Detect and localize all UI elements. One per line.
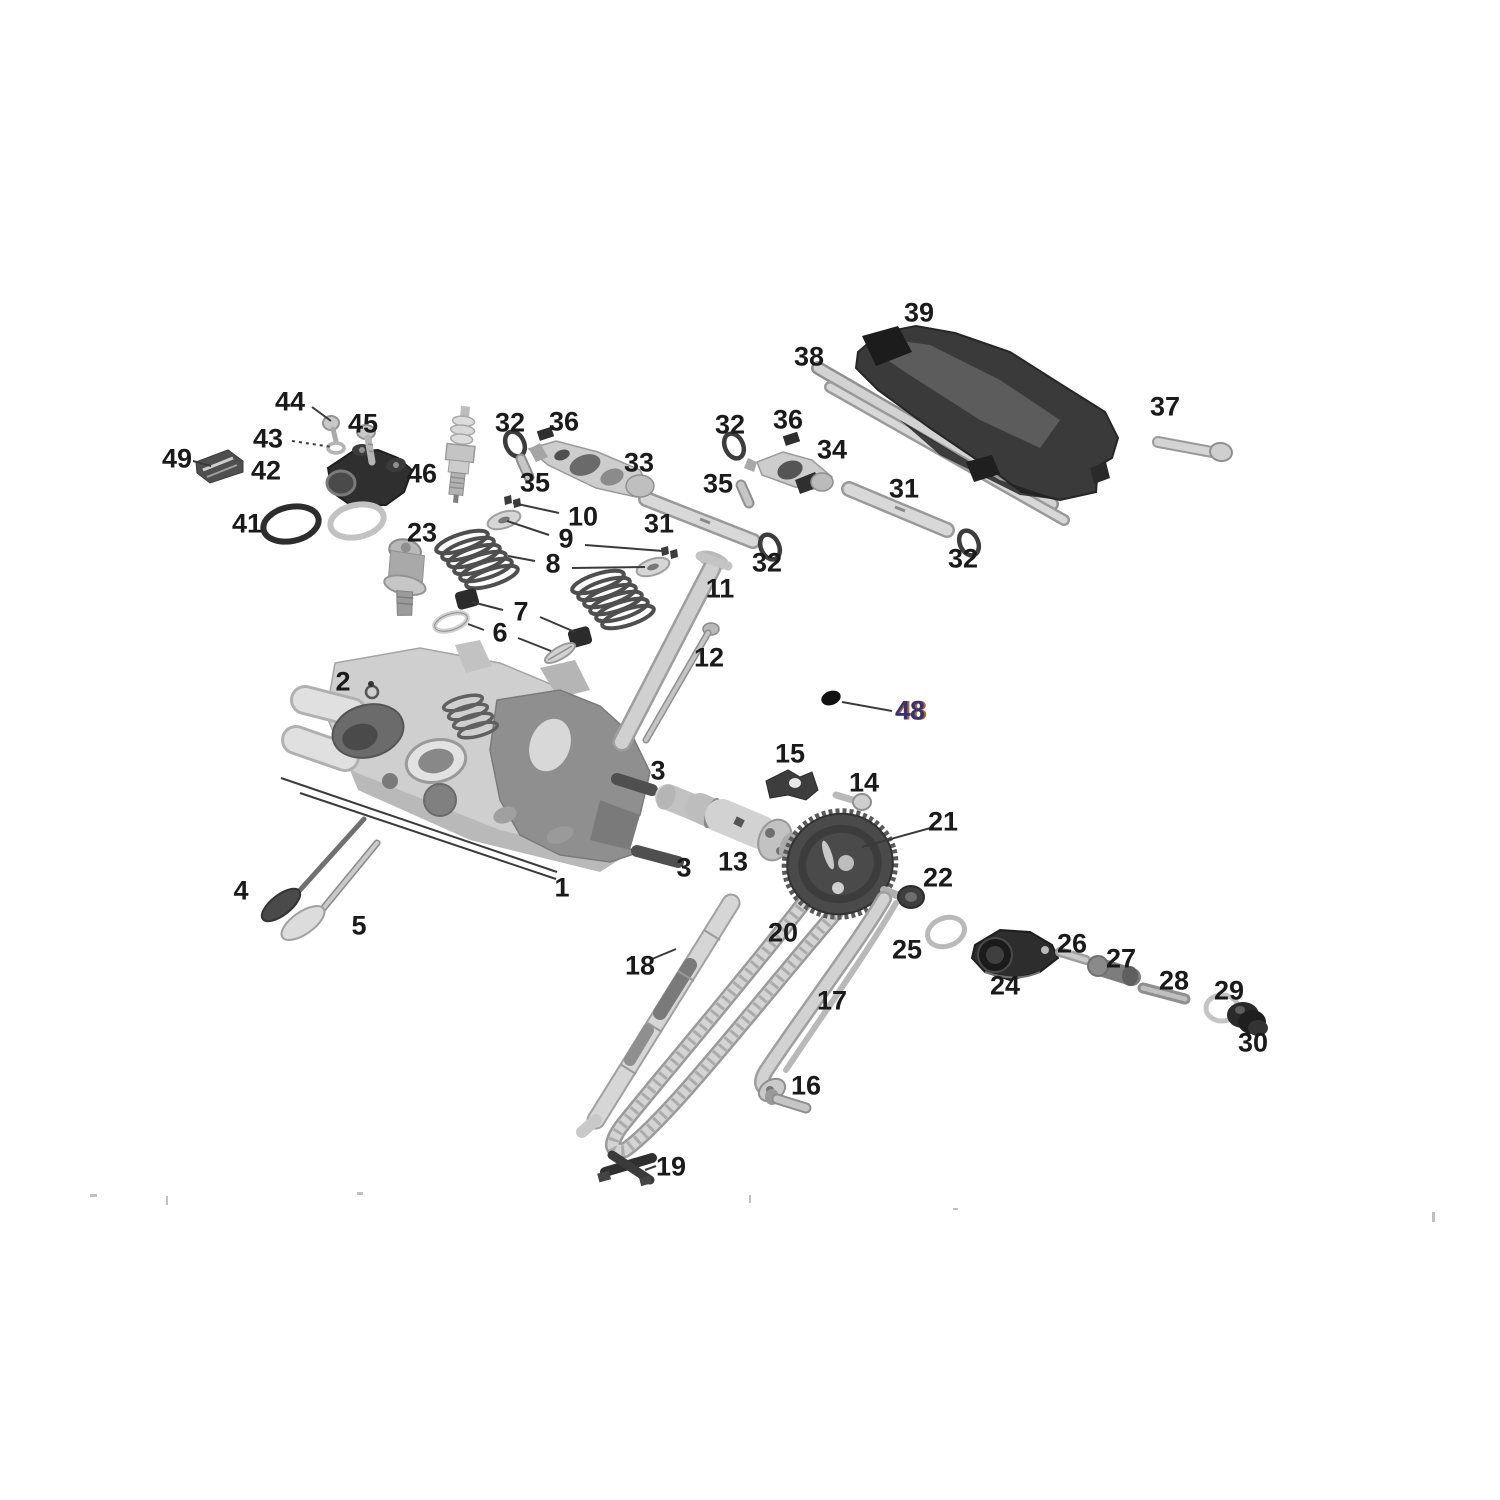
chain-clamp — [597, 1150, 657, 1187]
spring-retainers — [486, 509, 671, 578]
gasket-rings — [260, 501, 387, 545]
timing-chain — [605, 892, 844, 1159]
check-ball — [821, 690, 841, 706]
tensioner-cap — [1227, 1002, 1268, 1036]
seat-washers — [432, 610, 577, 664]
plug-tube — [612, 550, 733, 752]
cam-retainer-bracket — [765, 769, 819, 801]
valve-springs — [434, 528, 656, 631]
cover-bolt — [1152, 436, 1233, 463]
shim-plate — [195, 449, 244, 484]
chain-tensioner-body — [970, 928, 1060, 982]
rocker-pins — [515, 453, 755, 509]
valve-stem-seals — [454, 588, 593, 648]
rocker-arm-left — [527, 440, 655, 498]
scan-tick-3 — [749, 1195, 751, 1203]
sprocket-bolt — [880, 885, 925, 909]
temp-sensor — [383, 538, 427, 616]
rocker-shaft-right — [841, 481, 955, 538]
rocker-arm-right — [744, 451, 834, 494]
housing-bolt — [356, 424, 376, 466]
scan-tick-0 — [90, 1194, 97, 1197]
shaft-o-rings — [502, 429, 982, 562]
dowel-pins — [611, 773, 684, 868]
washer-43 — [326, 441, 346, 455]
rocker-shaft-left — [638, 491, 761, 549]
tensioner-plunger — [1087, 955, 1141, 986]
scan-tick-2 — [357, 1192, 363, 1195]
small-bolt-44 — [322, 415, 340, 444]
tensioner-pin — [1055, 947, 1091, 965]
bracket-bolt — [832, 791, 872, 811]
scan-tick-4 — [953, 1208, 958, 1210]
guide-bolt — [765, 1089, 812, 1114]
tensioner-o-ring — [925, 914, 967, 950]
spark-plug — [444, 405, 476, 504]
tensioner-spring — [1137, 982, 1191, 1005]
long-stud — [642, 622, 720, 744]
scan-tick-1 — [166, 1196, 168, 1205]
shaft-clips — [536, 426, 801, 446]
valve-cover — [854, 324, 1120, 502]
scan-tick-5 — [1432, 1212, 1435, 1222]
tensioner-blade — [576, 893, 741, 1138]
